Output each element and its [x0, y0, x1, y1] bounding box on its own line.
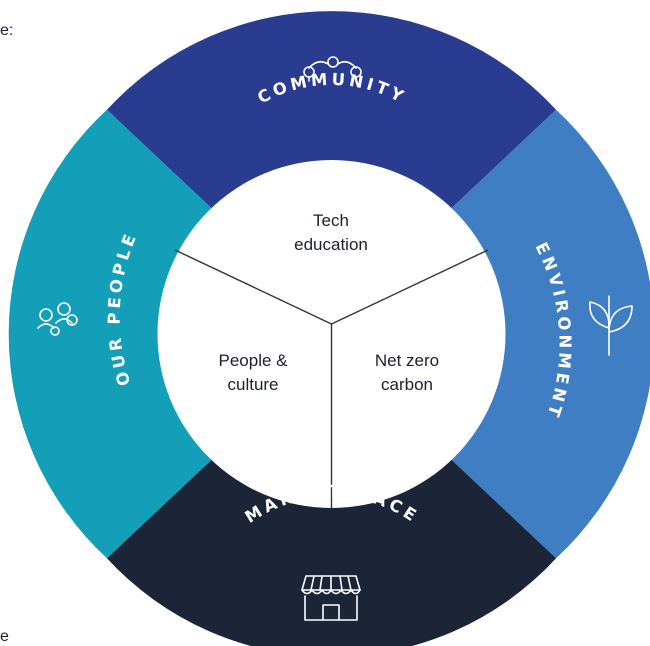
people-culture-line-1: People & — [219, 351, 289, 370]
our-people-segment — [8, 109, 226, 559]
leaf-icon — [589, 295, 633, 356]
storefront-icon — [301, 575, 361, 621]
cropped-text-bottom: e — [0, 628, 9, 645]
community-segment — [106, 11, 557, 221]
people-culture-line-2: culture — [227, 375, 278, 394]
tech-education-line-1: Tech — [313, 211, 349, 230]
net-zero-line-2: carbon — [381, 375, 433, 394]
divider-line-left — [174, 249, 332, 325]
divider-line-right — [331, 249, 489, 325]
net-zero-line-1: Net zero — [375, 351, 439, 370]
marketplace-segment — [106, 447, 557, 646]
people-icon — [37, 302, 78, 336]
community-icon — [303, 56, 362, 82]
cropped-text-top: e: — [0, 22, 14, 39]
environment-segment — [438, 109, 650, 559]
tech-education-line-2: education — [294, 235, 368, 254]
